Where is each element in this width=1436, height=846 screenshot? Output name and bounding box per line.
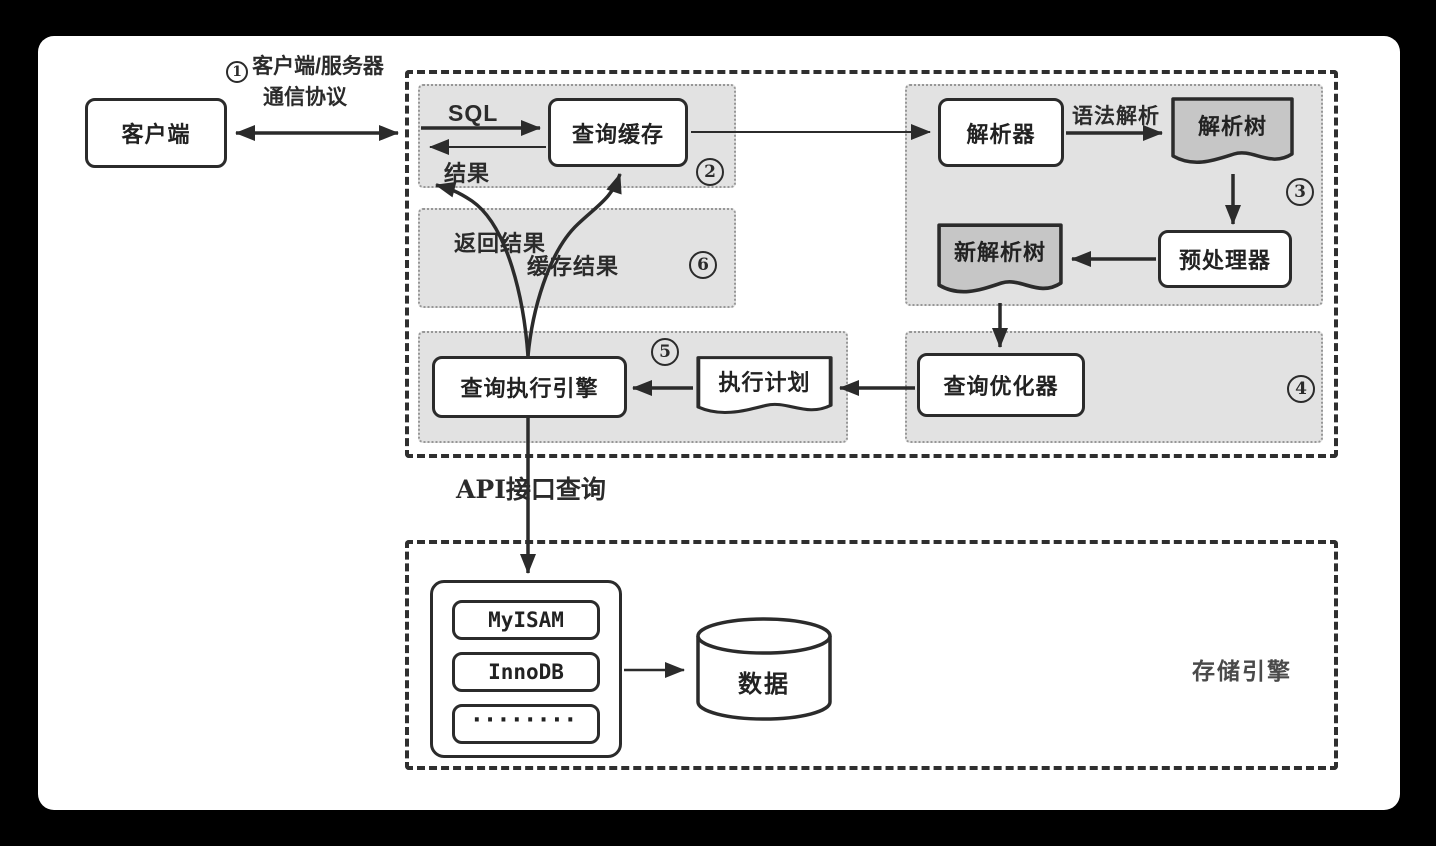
engine-myisam: MyISAM: [452, 600, 600, 640]
engine-innodb: InnoDB: [452, 652, 600, 692]
execution-plan-doc: 执行计划: [695, 355, 834, 421]
connection-protocol-line2: 通信协议: [263, 86, 347, 109]
query-execution-engine-box: 查询执行引擎: [432, 356, 627, 418]
query-cache-box: 查询缓存: [548, 98, 688, 167]
result-label: 结果: [444, 161, 491, 186]
preprocessor-box: 预处理器: [1158, 230, 1292, 288]
step-2-badge: 2: [696, 158, 724, 186]
new-parse-tree-label: 新解析树: [953, 240, 1046, 265]
engine-others: ········: [452, 704, 600, 744]
syntax-parse-label: 语法解析: [1072, 105, 1160, 128]
connection-protocol-title: 客户端/服务器: [252, 55, 384, 78]
api-query-label: API接口查询: [456, 475, 606, 504]
data-cylinder-shape: [696, 617, 832, 721]
storage-engine-label: 存储引擎: [1192, 658, 1292, 684]
step-6-badge: 6: [689, 251, 717, 279]
server-layer-container: [405, 70, 1338, 458]
parse-tree-label: 解析树: [1197, 114, 1267, 139]
step-3-badge: 3: [1286, 178, 1314, 206]
parser-box: 解析器: [938, 98, 1064, 167]
cache-result-label: 缓存结果: [527, 254, 620, 279]
step-4-badge: 4: [1287, 375, 1315, 403]
sql-label: SQL: [448, 100, 499, 126]
storage-engines-box: MyISAM InnoDB ········: [430, 580, 622, 758]
data-label: 数据: [738, 671, 790, 698]
data-cylinder: 数据: [695, 616, 833, 722]
storage-layer-container: [405, 540, 1338, 770]
new-parse-tree-doc: 新解析树: [936, 222, 1064, 302]
execution-plan-label: 执行计划: [718, 370, 811, 395]
step-5-badge: 5: [651, 338, 679, 366]
query-optimizer-box: 查询优化器: [917, 353, 1085, 417]
execution-plan-doc-shape: [696, 356, 833, 414]
step-1-badge: 1: [226, 61, 249, 83]
new-parse-tree-doc-shape: [937, 223, 1063, 294]
parse-tree-doc-shape: [1171, 97, 1294, 164]
client-box: 客户端: [85, 98, 227, 168]
parse-tree-doc: 解析树: [1170, 96, 1295, 172]
